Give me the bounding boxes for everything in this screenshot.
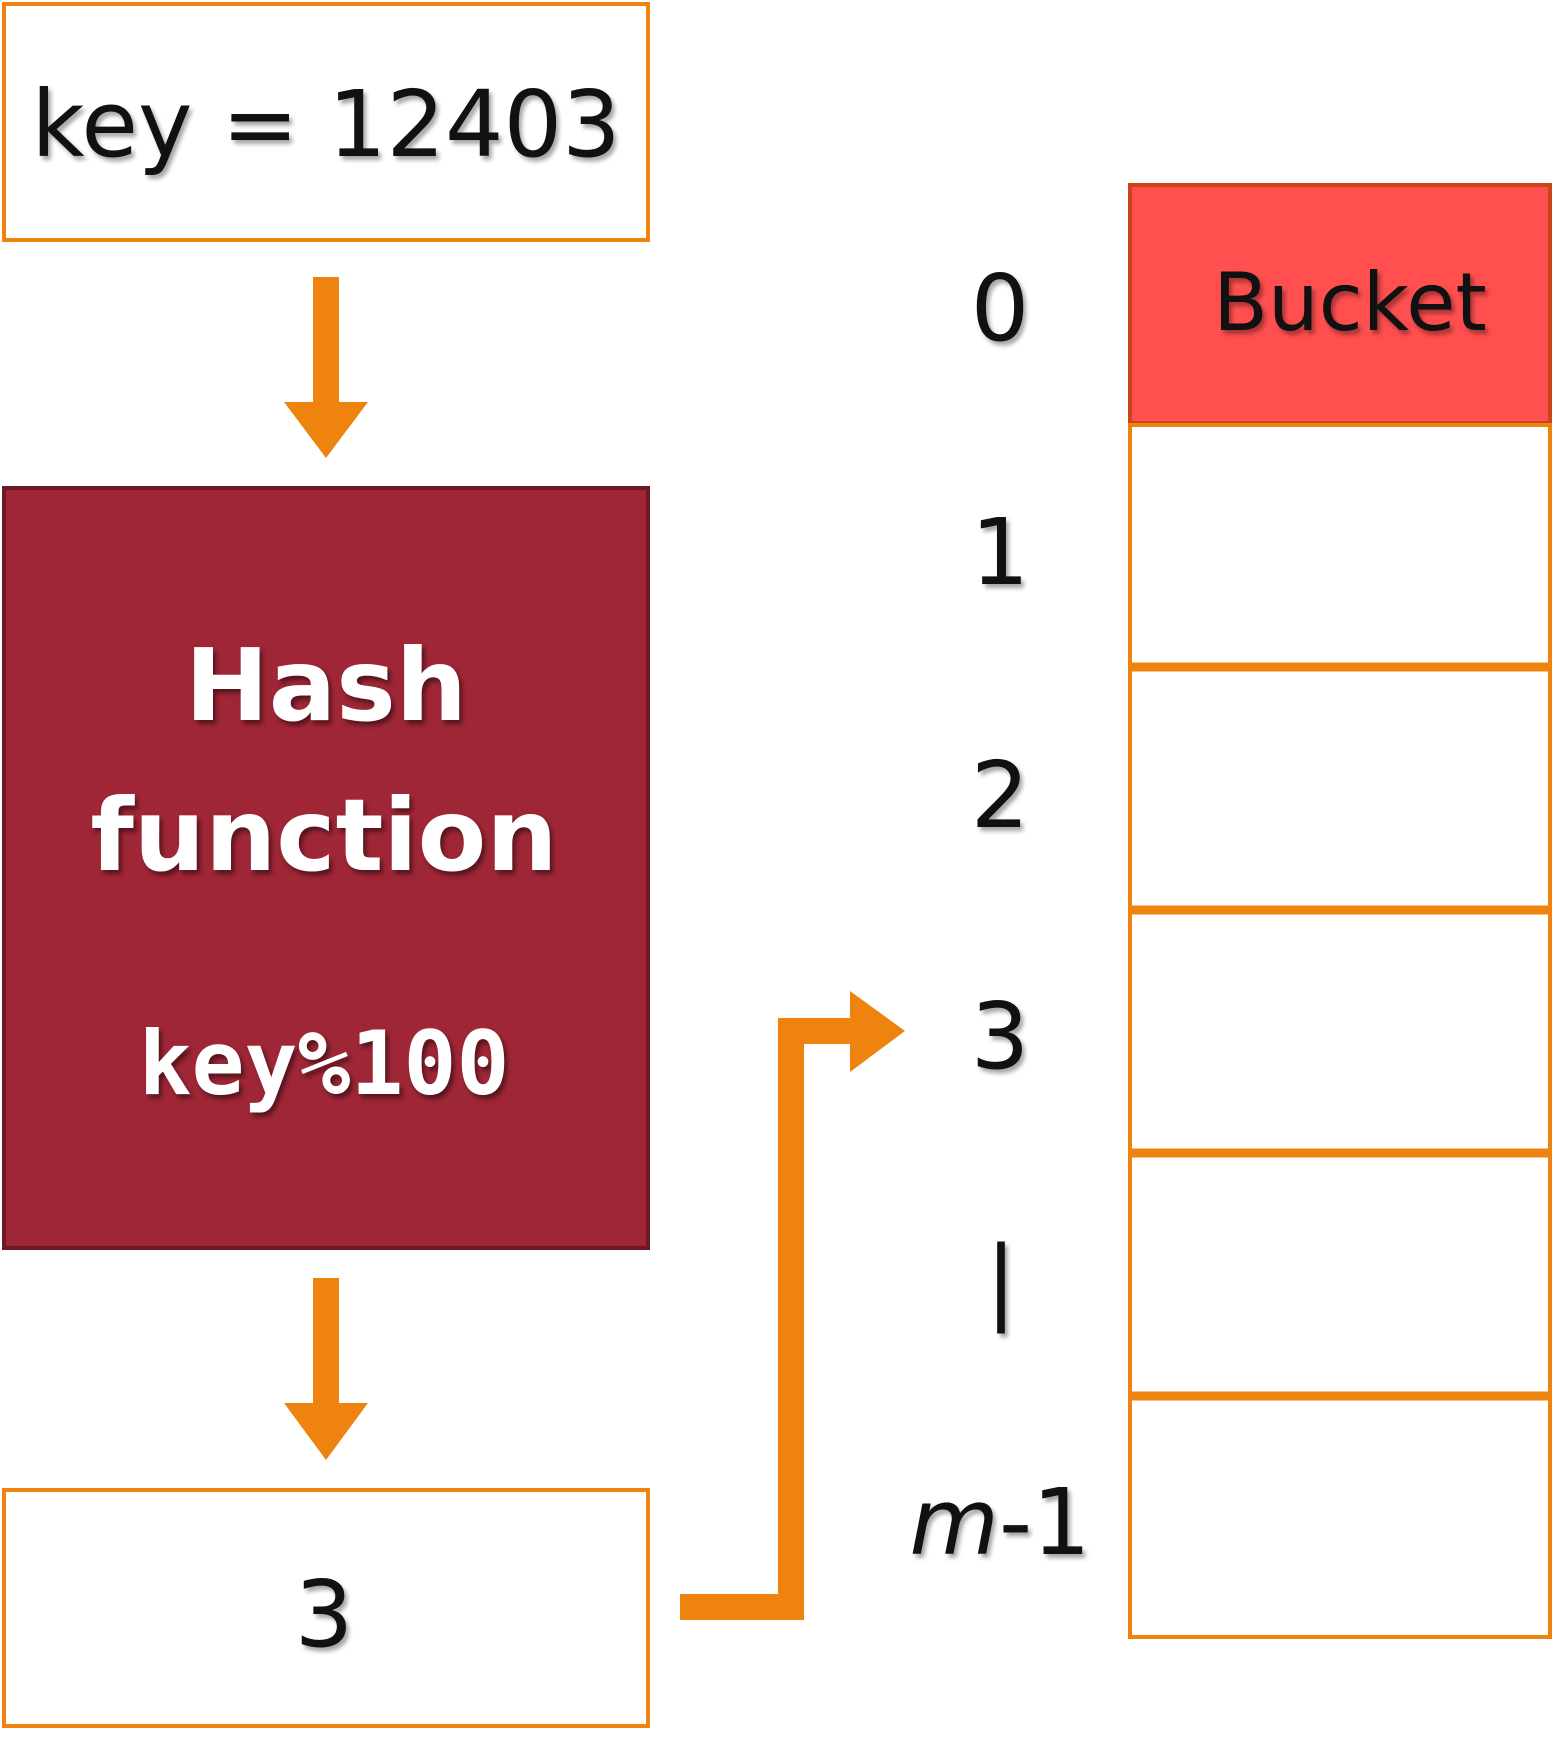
bucket-cell-2 bbox=[1128, 665, 1552, 912]
index-label-last-suffix: -1 bbox=[999, 1469, 1091, 1576]
key-box: key = 12403 bbox=[2, 2, 650, 242]
bucket-cell-3 bbox=[1128, 908, 1552, 1155]
result-box: 3 bbox=[2, 1488, 650, 1728]
arrow-result-to-index bbox=[680, 991, 905, 1620]
bucket-table: Bucket bbox=[1128, 183, 1552, 1639]
index-label-2: 2 bbox=[971, 742, 1030, 849]
bucket-cell-ellipsis bbox=[1128, 1151, 1552, 1398]
index-label-ellipsis: | bbox=[986, 1227, 1017, 1334]
key-text: key = 12403 bbox=[31, 71, 620, 178]
index-labels: 0 1 2 3 | m-1 bbox=[909, 255, 1090, 1576]
index-label-3: 3 bbox=[971, 983, 1030, 1090]
hash-title-line2: function bbox=[90, 777, 557, 894]
hash-function-box: Hash function key%100 bbox=[2, 486, 650, 1250]
arrow-hash-to-result bbox=[284, 1278, 368, 1460]
hash-title-line1: Hash bbox=[185, 627, 467, 744]
index-label-1: 1 bbox=[971, 499, 1030, 606]
result-text: 3 bbox=[295, 1561, 354, 1668]
arrow-key-to-hash bbox=[284, 277, 368, 458]
bucket-cell-0 bbox=[1128, 183, 1552, 425]
bucket-cell-1 bbox=[1128, 423, 1552, 669]
index-label-0: 0 bbox=[971, 255, 1030, 362]
bucket-cell-last bbox=[1128, 1394, 1552, 1639]
index-label-last: m-1 bbox=[909, 1469, 1090, 1576]
index-label-last-var: m bbox=[909, 1469, 999, 1576]
hash-formula: key%100 bbox=[139, 1012, 510, 1115]
bucket-label: Bucket bbox=[1213, 256, 1487, 349]
